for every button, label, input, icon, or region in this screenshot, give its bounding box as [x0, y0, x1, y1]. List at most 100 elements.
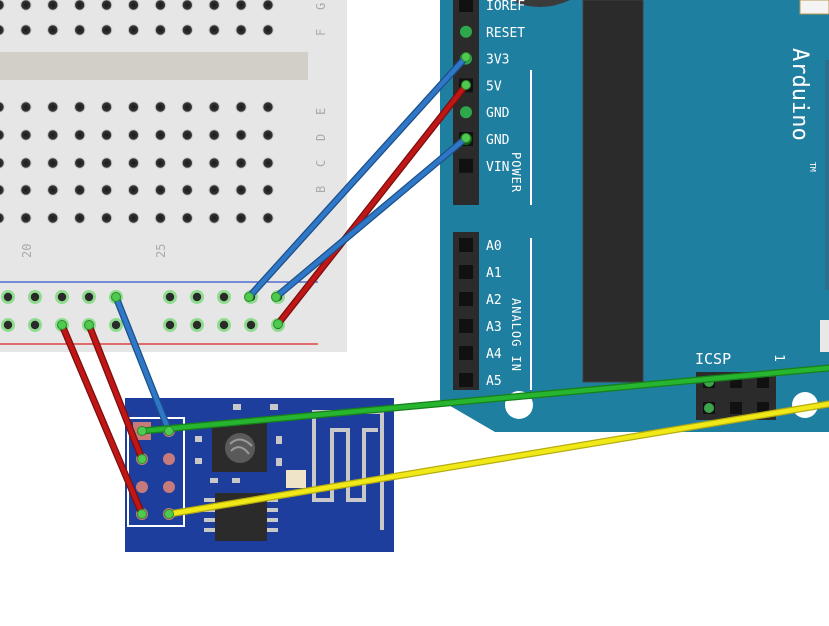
- breadboard-hole: [21, 0, 31, 10]
- breadboard-hole: [48, 185, 58, 195]
- breadboard-hole: [236, 25, 246, 35]
- row-label-g: G: [314, 3, 328, 10]
- breadboard-hole: [209, 0, 219, 10]
- breadboard-hole: [182, 130, 192, 140]
- breadboard-hole: [155, 0, 165, 10]
- analog-pin-label: A2: [486, 293, 502, 308]
- breadboard-hole: [48, 158, 58, 168]
- breadboard-hole: [75, 130, 85, 140]
- breadboard-hole: [101, 0, 111, 10]
- wire-endpoint: [138, 510, 147, 519]
- wire-endpoint: [85, 321, 94, 330]
- analog-pin: [459, 265, 473, 279]
- power-pin-label: GND: [486, 133, 510, 148]
- power-pin-label: 5V: [486, 79, 502, 94]
- power-pin-label: IOREF: [486, 0, 525, 14]
- breadboard-hole: [209, 185, 219, 195]
- breadboard-hole: [21, 130, 31, 140]
- breadboard-hole: [21, 102, 31, 112]
- power-pin-label: GND: [486, 106, 510, 121]
- breadboard-hole: [75, 25, 85, 35]
- breadboard-hole: [48, 25, 58, 35]
- rail-hole: [166, 293, 174, 301]
- power-pin-connected: [460, 106, 472, 118]
- wire-endpoint: [138, 427, 147, 436]
- arduino-trademark: TM: [808, 162, 817, 172]
- breadboard-hole: [48, 102, 58, 112]
- analog-pin-label: A5: [486, 374, 502, 389]
- wire-endpoint: [245, 293, 254, 302]
- rail-hole: [193, 321, 201, 329]
- icsp-pin-connected: [704, 403, 714, 413]
- breadboard-hole: [236, 158, 246, 168]
- breadboard-hole: [75, 213, 85, 223]
- breadboard-hole: [75, 102, 85, 112]
- analog-pin: [459, 373, 473, 387]
- breadboard-hole: [263, 25, 273, 35]
- icsp-label: ICSP: [695, 350, 731, 368]
- breadboard-hole: [101, 102, 111, 112]
- rail-hole: [112, 321, 120, 329]
- breadboard-hole: [128, 158, 138, 168]
- breadboard-hole: [263, 102, 273, 112]
- breadboard-hole: [128, 185, 138, 195]
- breadboard-hole: [182, 25, 192, 35]
- wire-endpoint: [462, 134, 471, 143]
- column-label-25: 25: [154, 244, 168, 258]
- breadboard-hole: [128, 102, 138, 112]
- wire-endpoint: [462, 53, 471, 62]
- breadboard-hole: [182, 213, 192, 223]
- row-label-e: E: [314, 108, 328, 115]
- analog-pin: [459, 346, 473, 360]
- breadboard-hole: [21, 213, 31, 223]
- analog-header: [453, 232, 479, 390]
- analog-pin-label: A3: [486, 320, 502, 335]
- breadboard-hole: [182, 102, 192, 112]
- atmega-chip: [583, 0, 643, 382]
- rail-hole: [4, 321, 12, 329]
- breadboard-hole: [21, 185, 31, 195]
- rail-hole: [31, 321, 39, 329]
- breadboard-hole: [209, 158, 219, 168]
- column-label-20: 20: [20, 244, 34, 258]
- esp-smd-component: [286, 470, 306, 488]
- rail-hole: [58, 293, 66, 301]
- row-label-d: D: [314, 134, 328, 141]
- breadboard-hole: [75, 158, 85, 168]
- wire-endpoint: [274, 320, 283, 329]
- breadboard-hole: [48, 0, 58, 10]
- analog-pin-label: A1: [486, 266, 502, 281]
- breadboard-hole: [182, 0, 192, 10]
- analog-pin-label: A0: [486, 239, 502, 254]
- breadboard-hole: [182, 158, 192, 168]
- breadboard-hole: [236, 130, 246, 140]
- breadboard-hole: [21, 158, 31, 168]
- wire-endpoint: [272, 293, 281, 302]
- breadboard-hole: [75, 185, 85, 195]
- wire-endpoint: [165, 427, 174, 436]
- breadboard-hole: [155, 25, 165, 35]
- rail-hole: [220, 321, 228, 329]
- analog-pin: [459, 292, 473, 306]
- breadboard-hole: [263, 0, 273, 10]
- breadboard-hole: [101, 158, 111, 168]
- breadboard-hole: [263, 130, 273, 140]
- wire-endpoint: [462, 81, 471, 90]
- power-section-label: POWER: [509, 152, 523, 193]
- breadboard-hole: [101, 25, 111, 35]
- breadboard-hole: [209, 102, 219, 112]
- wire-endpoint: [165, 510, 174, 519]
- esp-pin: [163, 481, 175, 493]
- wire-endpoint: [138, 455, 147, 464]
- row-label-f: F: [314, 29, 328, 36]
- power-pin-connected: [460, 26, 472, 38]
- breadboard-hole: [263, 158, 273, 168]
- wire-endpoint: [58, 321, 67, 330]
- esp-pin: [136, 481, 148, 493]
- breadboard-hole: [182, 185, 192, 195]
- breadboard-hole: [263, 185, 273, 195]
- digital-header-stub: [800, 0, 829, 14]
